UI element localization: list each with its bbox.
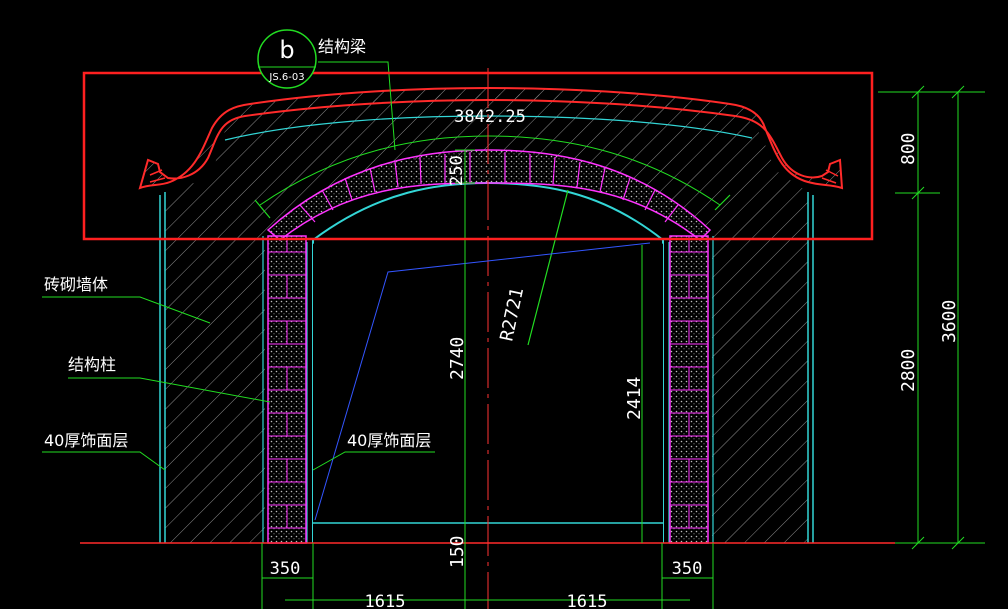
- dim-base-height: 150: [447, 535, 468, 568]
- detail-letter: b: [279, 36, 294, 64]
- dim-right-height: 2414: [624, 377, 645, 420]
- dim-half-span-left: 1615: [365, 592, 406, 609]
- label-finish-layer-right: 40厚饰面层: [347, 431, 431, 450]
- detail-bubble: [257, 29, 317, 89]
- dim-opening-height: 2740: [447, 337, 468, 380]
- label-masonry-wall: 砖砌墙体: [44, 275, 108, 294]
- dim-beam-thickness: 250: [447, 155, 467, 186]
- label-structural-beam: 结构梁: [318, 37, 366, 56]
- dim-lower-height: 2800: [898, 349, 919, 392]
- highlight-box: [82, 71, 874, 241]
- label-structural-column: 结构柱: [68, 355, 116, 374]
- dim-half-span-right: 1615: [567, 592, 608, 609]
- dim-column-right: 350: [672, 559, 703, 579]
- right-column: [669, 235, 709, 544]
- dim-column-left: 350: [270, 559, 301, 579]
- left-column: [267, 235, 307, 544]
- detail-ref: JS.6-03: [268, 72, 304, 83]
- dim-top-band: 800: [898, 132, 919, 165]
- roof-outline: [138, 86, 844, 190]
- dim-total-height: 3600: [939, 300, 960, 343]
- label-finish-layer-left: 40厚饰面层: [44, 431, 128, 450]
- dim-arch-length: 3842.25: [454, 107, 526, 127]
